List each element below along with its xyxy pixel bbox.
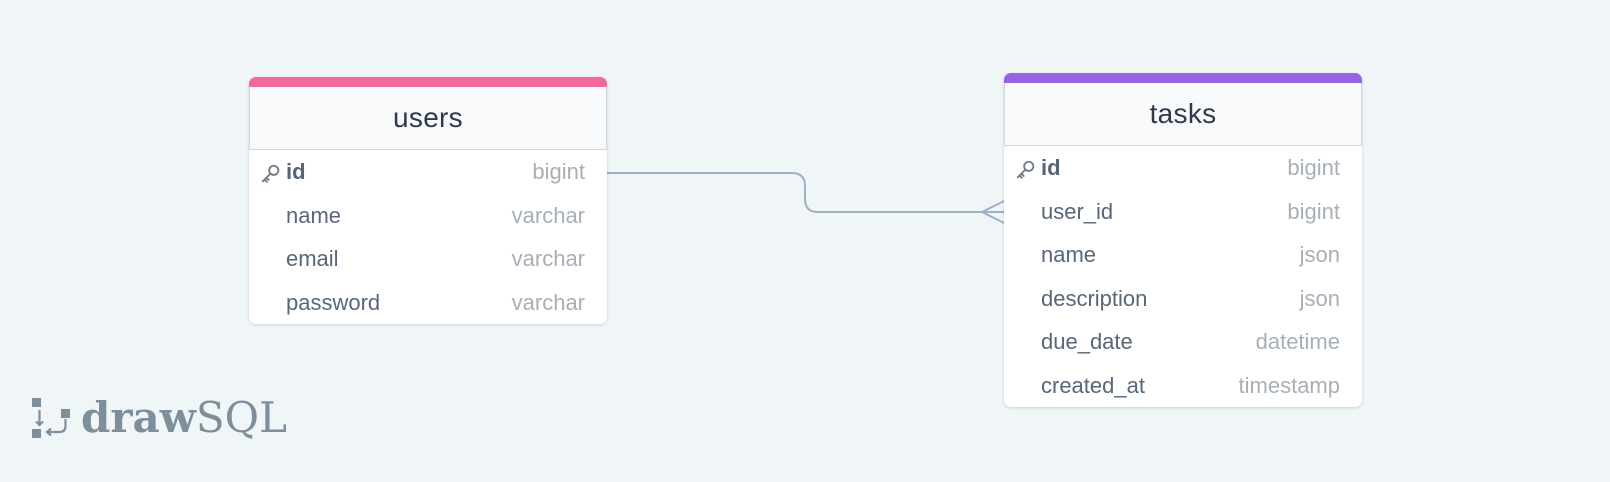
primary-key-icon	[1016, 160, 1035, 179]
table-users[interactable]: users id bigint name varchar email varch…	[249, 77, 607, 324]
drawsql-logo: drawSQL	[31, 395, 287, 441]
column-type: varchar	[511, 289, 585, 315]
column-type: varchar	[511, 246, 585, 271]
column-type: varchar	[511, 202, 585, 228]
table-header[interactable]: tasks	[1004, 83, 1362, 146]
table-header[interactable]: users	[249, 87, 607, 150]
column-row-password[interactable]: password varchar	[249, 281, 607, 325]
column-row-email[interactable]: email varchar	[249, 237, 607, 281]
column-name: user_id	[1041, 198, 1114, 224]
column-row-id[interactable]: id bigint	[249, 150, 607, 194]
crow-foot-marker	[979, 200, 1005, 224]
column-name: due_date	[1041, 329, 1133, 354]
table-title: users	[393, 102, 463, 133]
column-name: created_at	[1041, 372, 1145, 398]
relationship-connector[interactable]	[607, 172, 1004, 213]
column-name: password	[286, 289, 381, 315]
column-row-user-id[interactable]: user_id bigint	[1004, 190, 1362, 234]
column-type: json	[1299, 242, 1340, 267]
column-name: name	[1041, 242, 1097, 267]
table-accent-bar	[249, 77, 607, 87]
column-type: bigint	[532, 159, 585, 184]
column-row-created-at[interactable]: created_at timestamp	[1004, 364, 1362, 408]
column-row-id[interactable]: id bigint	[1004, 146, 1362, 190]
column-type: datetime	[1255, 329, 1340, 354]
column-name: description	[1041, 285, 1148, 311]
column-name: id	[286, 159, 306, 184]
primary-key-icon	[261, 164, 280, 183]
column-type: bigint	[1287, 155, 1340, 180]
logo-wordmark: drawSQL	[81, 393, 287, 442]
table-tasks[interactable]: tasks id bigint user_id bigint name json…	[1004, 73, 1362, 407]
drawsql-logo-icon	[32, 398, 70, 438]
column-type: timestamp	[1238, 372, 1340, 398]
column-name: email	[286, 246, 339, 271]
column-row-name[interactable]: name varchar	[249, 194, 607, 238]
column-row-description[interactable]: description json	[1004, 277, 1362, 321]
column-type: bigint	[1287, 198, 1340, 224]
column-name: name	[286, 202, 342, 228]
column-name: id	[1041, 155, 1061, 180]
table-accent-bar	[1004, 73, 1362, 83]
table-title: tasks	[1149, 98, 1217, 129]
column-row-name[interactable]: name json	[1004, 233, 1362, 277]
column-type: json	[1299, 285, 1340, 311]
column-row-due-date[interactable]: due_date datetime	[1004, 320, 1362, 364]
